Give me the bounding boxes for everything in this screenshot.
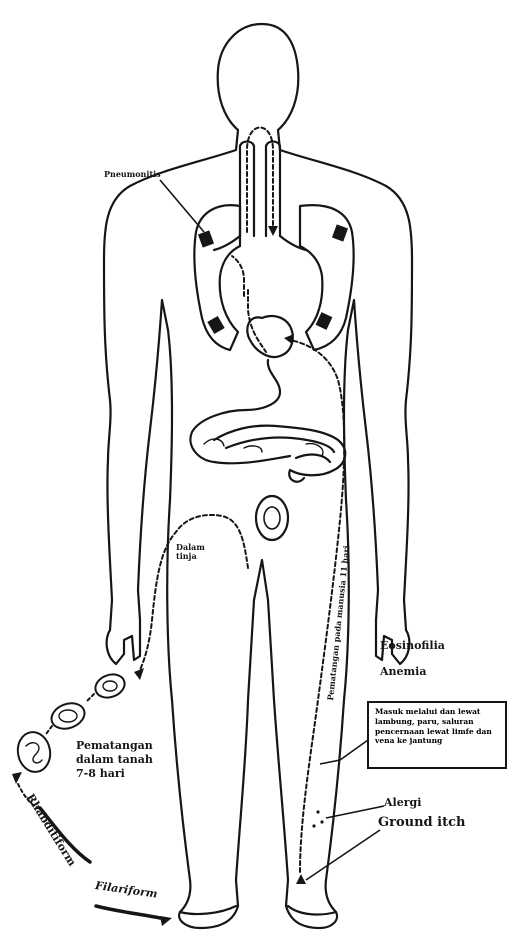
label-ground-itch: Ground itch — [378, 816, 465, 831]
lung-lesion-3 — [207, 316, 224, 334]
intestine-coils — [204, 439, 323, 456]
egg-link-1 — [86, 694, 94, 702]
label-dalam-tinja: Dalam tinja — [176, 543, 216, 561]
heart — [247, 316, 292, 357]
right-foot-detail — [288, 906, 336, 914]
lung-lesion-2 — [332, 224, 348, 241]
egg-stage-1 — [92, 671, 128, 702]
migration-path-lungs-up — [232, 256, 244, 296]
arrowhead-foot — [296, 874, 306, 884]
arrowhead-filariform — [160, 916, 172, 926]
arrowhead-exit — [134, 668, 144, 680]
stomach — [190, 360, 290, 463]
egg-link-2 — [46, 726, 52, 734]
label-alergi: Alergi — [384, 797, 421, 810]
intestine-egg-inner — [264, 507, 280, 529]
left-foot-detail — [180, 906, 236, 914]
egg-stage-3-larva — [26, 743, 42, 763]
label-pematangan-tanah-3: 7-8 hari — [76, 768, 125, 781]
leader-box — [320, 740, 368, 764]
filariform-larva — [96, 906, 160, 918]
leader-ground-itch — [306, 830, 380, 880]
arrowhead-rhabditiform — [12, 772, 22, 784]
rash-dot — [316, 810, 319, 813]
migration-path-exit — [140, 515, 248, 670]
rash-dot — [320, 820, 323, 823]
egg-stage-2 — [48, 699, 88, 733]
lung-lesion-1 — [198, 230, 214, 247]
label-anemia: Anemia — [380, 666, 426, 679]
egg-stage-2-inner — [59, 710, 77, 722]
label-pematangan-tanah-1: Pematangan — [76, 740, 153, 753]
rash-dot — [312, 824, 315, 827]
egg-stage-3 — [15, 730, 53, 775]
label-eosinofilia: Eosinofilia — [380, 640, 445, 653]
label-pematangan-tanah-2: dalam tanah — [76, 754, 153, 767]
intestines — [214, 426, 345, 482]
intestine-egg — [256, 496, 288, 540]
bronchi — [214, 236, 306, 250]
body-outline — [104, 24, 412, 928]
entry-route-box: Masuk melalui dan lewat lambung, paru, s… — [367, 701, 507, 769]
label-pneumonitis: Pneumonitis — [104, 170, 161, 179]
arrowhead-trachea — [268, 226, 278, 236]
leader-pneumonitis — [160, 180, 204, 232]
egg-stage-1-inner — [103, 681, 117, 691]
